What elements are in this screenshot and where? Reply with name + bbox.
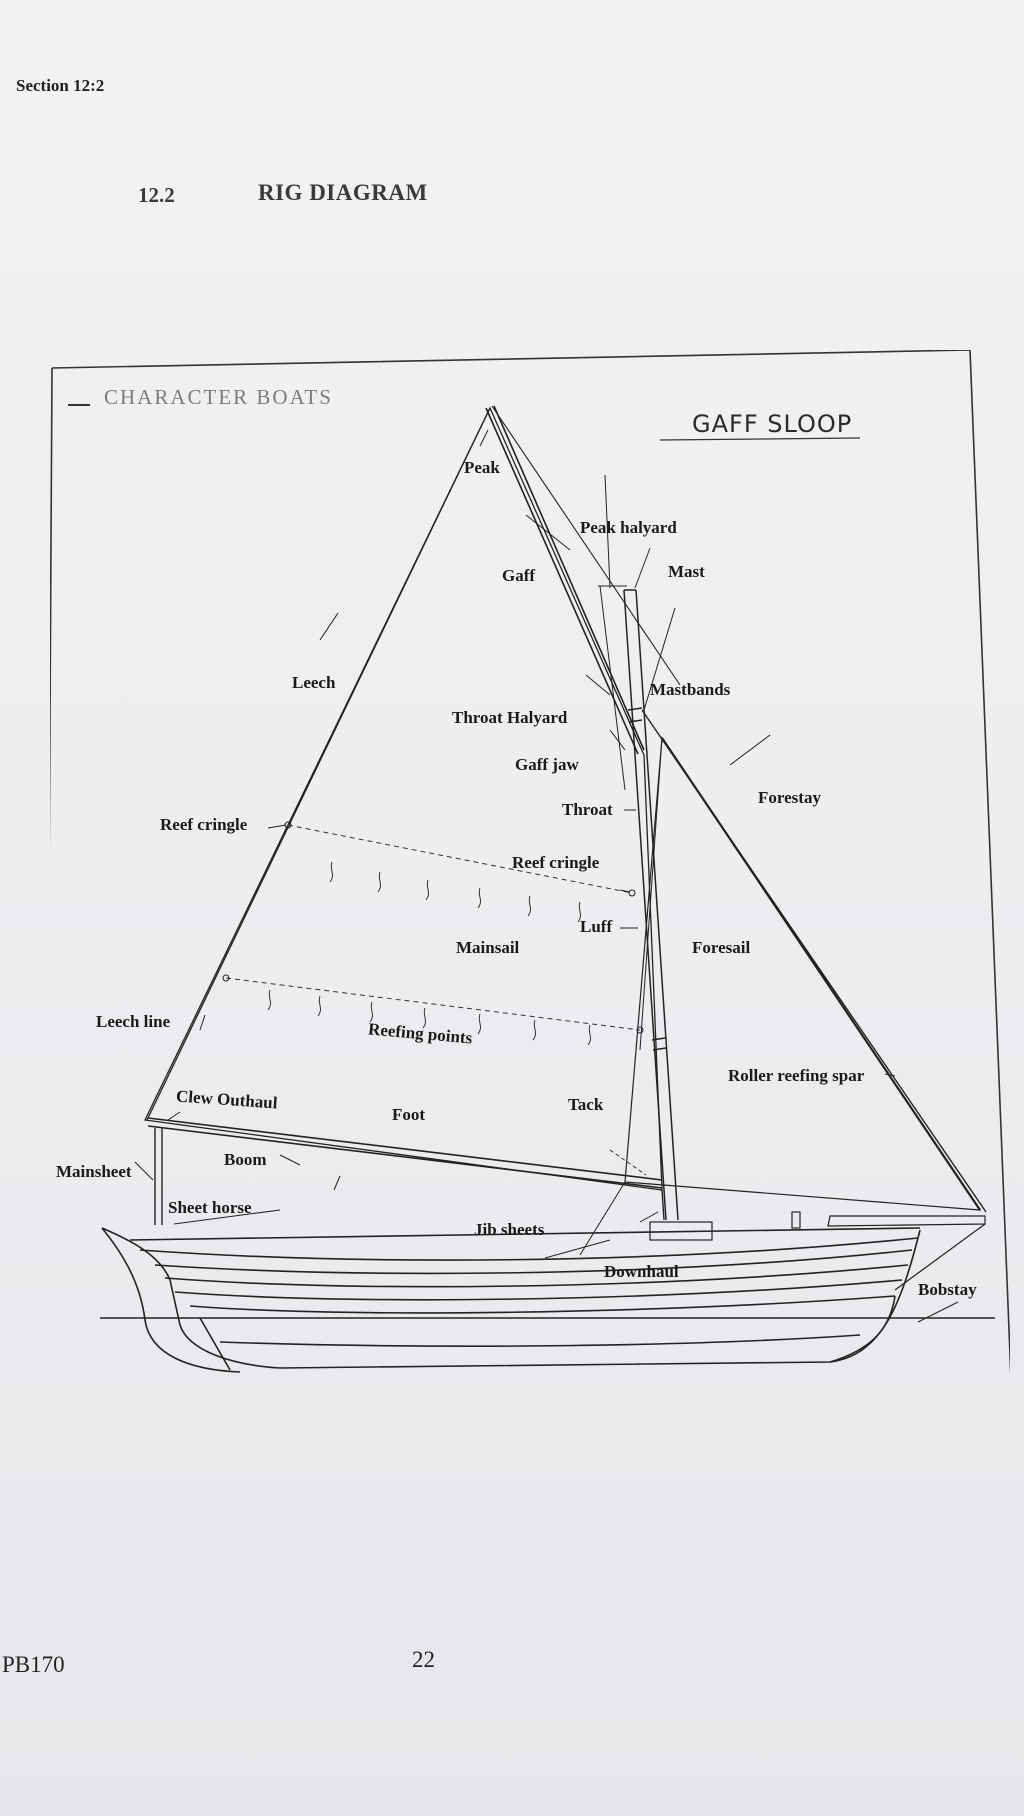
label-foot: Foot [392, 1105, 426, 1124]
label-jib-sheets: Jib sheets [474, 1220, 545, 1239]
downhaul-pointer [639, 1211, 659, 1223]
reef-cringle-lower-luff [636, 1026, 644, 1034]
cabin-hatch [649, 1221, 713, 1241]
rig-diagram-drawing [50, 350, 1010, 1375]
label-mast: Mast [668, 562, 705, 581]
label-throat-halyard: Throat Halyard [452, 708, 568, 727]
label-reef-cringle-lower: Reef cringle [512, 853, 600, 872]
frame-border [51, 350, 1010, 1375]
bobstay-line [894, 1223, 986, 1291]
label-downhaul: Downhaul [604, 1262, 679, 1281]
rig-type-label: GAFF SLOOP [692, 410, 853, 438]
label-mainsheet: Mainsheet [56, 1162, 132, 1181]
label-gaff: Gaff [502, 566, 536, 585]
label-forestay: Forestay [758, 788, 821, 807]
label-gaff-jaw: Gaff jaw [515, 755, 579, 774]
leech-line-detail [146, 407, 491, 1121]
label-bobstay: Bobstay [918, 1280, 977, 1299]
throat-halyard-line [599, 585, 626, 791]
reef-line-upper [287, 824, 633, 894]
page-number: 22 [412, 1647, 435, 1672]
bobstay-pointer [917, 1301, 959, 1323]
reef-points [267, 861, 591, 1046]
brand-logo-text: CHARACTER BOATS [104, 385, 333, 409]
foresail-luff-extension [639, 737, 663, 1051]
label-mastbands: Mastbands [650, 680, 731, 699]
label-luff: Luff [580, 917, 613, 936]
label-sheet-horse: Sheet horse [168, 1198, 252, 1217]
boom-spar-1 [147, 1117, 663, 1181]
label-leech-line: Leech line [96, 1012, 171, 1031]
gaff-spar-1 [485, 407, 639, 755]
label-boom: Boom [224, 1150, 267, 1169]
reef-cringle-lower-leech [222, 974, 230, 982]
heading-title: RIG DIAGRAM [258, 180, 428, 205]
gaff-spar-2 [493, 405, 645, 751]
label-mainsail: Mainsail [456, 938, 520, 957]
peak-halyard-line [491, 405, 681, 686]
downhaul-line [661, 1189, 665, 1221]
label-leech: Leech [292, 673, 336, 692]
label-tack: Tack [568, 1095, 604, 1114]
section-label: Section 12:2 [16, 76, 105, 95]
boom-spar-2 [147, 1125, 663, 1189]
reef-cringle-upper-luff [628, 889, 636, 897]
label-throat: Throat [562, 800, 613, 819]
hull [101, 1227, 921, 1373]
foresail-shape [624, 736, 982, 1211]
samson-post [791, 1211, 801, 1229]
label-roller-reefing-spar: Roller reefing spar [728, 1066, 865, 1085]
label-reef-cringle-upper: Reef cringle [160, 815, 248, 834]
label-foresail: Foresail [692, 938, 751, 957]
reef-line-lower [225, 977, 641, 1031]
label-peak-halyard: Peak halyard [580, 518, 677, 537]
document-code: PB170 [2, 1652, 65, 1677]
jib-sheet-line [579, 1181, 626, 1256]
label-peak: Peak [464, 458, 500, 477]
leader-lines [134, 429, 896, 1259]
bowsprit [827, 1215, 986, 1227]
rig-type-underline [659, 437, 861, 441]
tack-pointer [609, 1149, 647, 1176]
rig-diagram: CHARACTER BOATS GAFF SLOOP Peak Peak hal… [50, 350, 1010, 1410]
heading-number: 12.2 [138, 183, 175, 207]
frame-left-border [50, 367, 53, 855]
